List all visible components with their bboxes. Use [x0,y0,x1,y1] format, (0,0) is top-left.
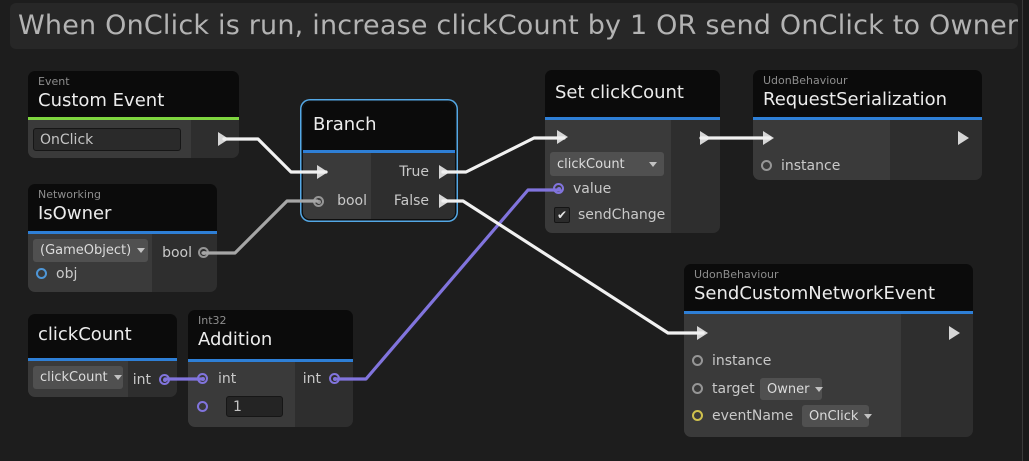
dropdown-value: clickCount [40,370,108,385]
bool-input-label: bool [337,193,367,209]
target-input-label: target [712,381,755,397]
int-input-b-port[interactable] [197,401,208,412]
target-input-port[interactable] [692,383,703,394]
instance-input-label: instance [712,353,772,369]
node-body-left-column [303,153,371,219]
node-body-left-column [753,120,890,180]
node-header: Int32 Addition [188,310,353,359]
node-header: UdonBehaviour RequestSerialization [753,70,982,117]
false-output-label: False [393,193,429,209]
send-change-label: sendChange [578,207,666,223]
bool-output-label: bool [162,245,192,261]
checkmark-icon: ✔ [556,208,568,222]
instance-input-port[interactable] [692,355,703,366]
node-title: clickCount [38,324,132,345]
graph-title: When OnClick is run, increase clickCount… [18,10,1019,41]
event-name-input[interactable] [33,128,181,151]
node-title: Addition [198,329,273,350]
node-accent-line [303,150,455,153]
wire-flow-customevent-to-branch[interactable] [222,137,328,174]
send-change-checkbox[interactable]: ✔ [554,207,570,223]
dropdown-value: OnClick [809,408,859,424]
node-category: UdonBehaviour [694,268,779,281]
gameobject-type-dropdown[interactable]: (GameObject) [33,239,148,262]
node-header: clickCount [28,314,177,358]
node-body-left-column [188,362,295,427]
node-accent-line [545,117,720,120]
node-title: SendCustomNetworkEvent [694,283,936,304]
dropdown-value: Owner [767,381,810,397]
node-set-clickcount[interactable]: Set clickCount clickCount value ✔ sendCh… [545,70,720,233]
node-title: RequestSerialization [763,89,948,110]
node-title: Set clickCount [555,82,684,103]
wire-flow-branch-true-to-setclickcount[interactable] [441,136,566,174]
panel-right-edge [1022,0,1029,461]
node-category: Event [38,75,70,88]
node-category: Int32 [198,314,227,327]
event-name-input-label: eventName [712,408,794,424]
variable-dropdown[interactable]: clickCount [550,152,664,176]
wire-bool-isowner-to-branch[interactable] [201,199,319,255]
node-body [753,120,982,180]
dropdown-value: (GameObject) [40,243,132,258]
node-accent-line [28,358,177,361]
instance-input-label: instance [781,158,841,174]
wire-flow-branch-false-to-sendcustomnetworkevent[interactable] [441,199,705,335]
node-header: Event Custom Event [28,71,239,117]
node-title: Branch [313,114,377,135]
true-output-label: True [399,164,429,180]
chevron-down-icon [649,161,657,167]
node-body [303,153,455,219]
node-accent-line [753,117,982,120]
node-accent-line [684,311,973,314]
node-header: Set clickCount [545,70,720,117]
chevron-down-icon [864,413,873,419]
event-name-dropdown[interactable]: OnClick [802,405,873,427]
value-input-label: value [573,181,612,197]
obj-input-label: obj [56,266,78,282]
node-accent-line [188,359,353,362]
chevron-down-icon [815,386,824,392]
int-output-label: int [302,371,321,387]
node-title: IsOwner [38,203,112,224]
target-dropdown[interactable]: Owner [760,378,824,400]
node-addition[interactable]: Int32 Addition int int [188,310,353,427]
node-accent-line [28,231,217,234]
event-name-input-port[interactable] [692,410,703,421]
instance-input-port[interactable] [761,160,772,171]
node-header: Branch [303,102,455,150]
node-header: UdonBehaviour SendCustomNetworkEvent [684,264,973,311]
node-body [28,120,239,158]
node-header: Networking IsOwner [28,184,217,231]
node-request-serialization[interactable]: UdonBehaviour RequestSerialization insta… [753,70,982,180]
chevron-down-icon [137,248,146,253]
node-title: Custom Event [38,90,165,111]
obj-input-port[interactable] [36,268,47,279]
node-clickcount-getter[interactable]: clickCount clickCount int [28,314,177,397]
node-category: Networking [38,188,101,201]
dropdown-value: clickCount [557,156,625,172]
variable-dropdown[interactable]: clickCount [33,366,123,389]
node-body [188,362,353,427]
flow-out-port[interactable] [958,131,969,145]
node-custom-event[interactable]: Event Custom Event [28,71,239,158]
wire-int-addition-to-setclickcount-value[interactable] [334,188,562,381]
int-input-b-field[interactable] [226,396,283,417]
flow-out-port[interactable] [949,326,960,340]
node-send-custom-network-event[interactable]: UdonBehaviour SendCustomNetworkEvent ins… [684,264,973,437]
event-accent-line [28,117,239,120]
int-output-label: int [132,372,151,388]
graph-title-bar: When OnClick is run, increase clickCount… [10,3,1018,49]
chevron-down-icon [113,375,122,380]
int-input-a-label: int [218,371,237,387]
node-branch[interactable]: Branch bool True False [303,102,455,219]
node-category: UdonBehaviour [763,74,848,87]
node-is-owner[interactable]: Networking IsOwner (GameObject) obj bool [28,184,217,292]
